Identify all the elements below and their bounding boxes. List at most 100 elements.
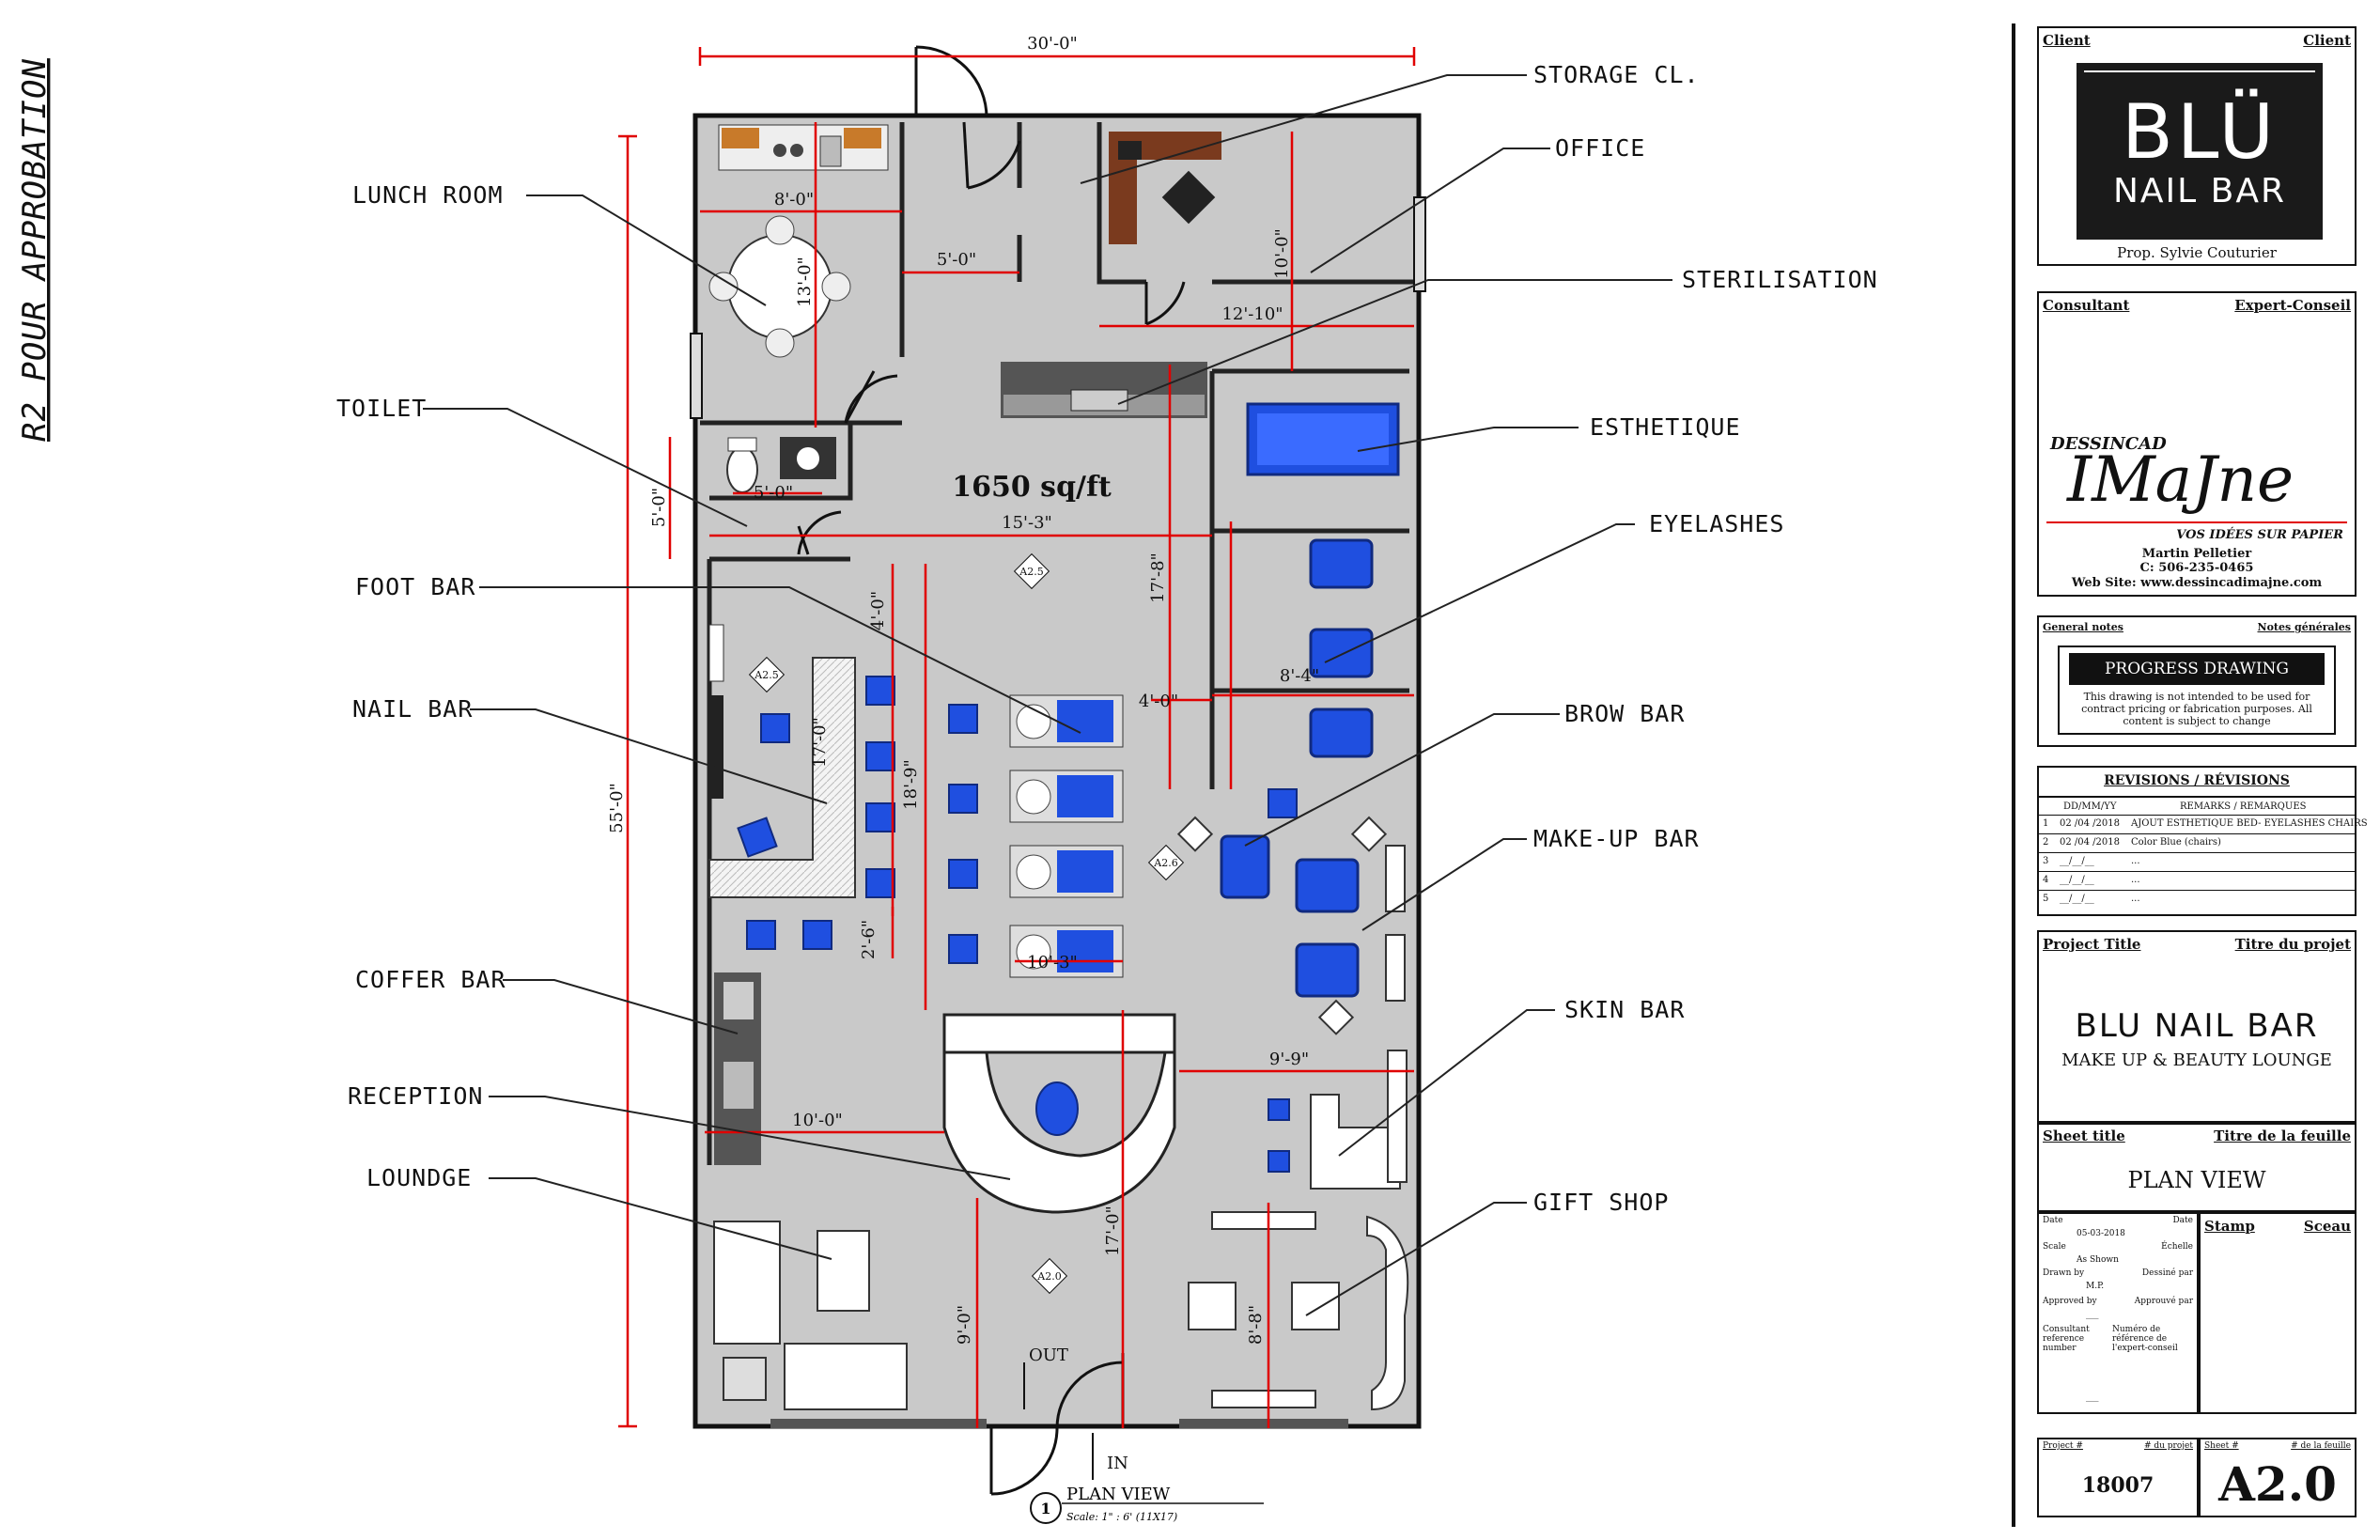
revision-date: __/__/__ (2060, 875, 2094, 885)
sheet-number: A2.0 (2218, 1456, 2337, 1512)
logo-line1: BLÜ (2121, 88, 2279, 176)
project-box: Project Title Titre du projet BLU NAIL B… (2037, 930, 2357, 1144)
svg-text:30'-0": 30'-0" (1027, 34, 1078, 54)
storefront-window (770, 1419, 987, 1428)
client-box: Client Client BLÜ NAIL BAR Prop. Sylvie … (2037, 26, 2357, 266)
project-name: BLU NAIL BAR (2075, 1007, 2319, 1045)
callout-foot-bar: FOOT BAR (355, 573, 475, 600)
rev-col-date: DD/MM/YY (2063, 801, 2117, 812)
progress-text: This drawing is not intended to be used … (2081, 691, 2312, 727)
sheet-title-box: PLAN VIEW (2037, 1123, 2357, 1212)
sheet-title-label-fr: Titre de la feuille (2214, 1128, 2351, 1144)
svg-text:5'-0": 5'-0" (754, 483, 793, 503)
svg-text:9'-9": 9'-9" (1269, 1050, 1309, 1069)
firm-small: DESSINCAD (2050, 434, 2167, 454)
callout-brow-bar: BROW BAR (1564, 700, 1685, 727)
svg-text:2'-6": 2'-6" (859, 920, 879, 959)
callout-esthetique: ESTHETIQUE (1590, 413, 1741, 441)
callout-sterilisation: STERILISATION (1682, 266, 1878, 293)
svg-text:8'-8": 8'-8" (1246, 1305, 1266, 1345)
sterilisation-counter (1001, 362, 1207, 418)
dimension-texts: 30'-0" 55'-0" 8'-0" 13'-0" 5'-0" 10'-0" … (607, 34, 1319, 1345)
revision-row: 4 __/__/__... (2039, 871, 2355, 890)
svg-text:17'-8": 17'-8" (1148, 552, 1168, 603)
room-tags: A2.5 A2.5 A2.6 A2.0 (748, 552, 1185, 1295)
notes-box: General notes Notes générales PROGRESS D… (2037, 615, 2357, 747)
sheet-number-box: Sheet # # de la feuille A2.0 (2199, 1438, 2357, 1517)
firm-person: Martin Pelletier (2141, 547, 2252, 561)
revision-row: 1 02 /04 /2018 AJOUT ESTHETIQUE BED- EYELA… (2039, 815, 2368, 833)
side-label: R2 POUR APPROBATION (16, 58, 54, 442)
nail-bar-counter (708, 624, 856, 898)
view-number: 1 (1040, 1500, 1050, 1517)
svg-text:A2.5: A2.5 (754, 669, 778, 681)
view-title: PLAN VIEW (1066, 1485, 1171, 1504)
stools (737, 676, 1298, 1173)
progress-title: PROGRESS DRAWING (2069, 653, 2325, 685)
door-in-label: IN (1107, 1454, 1128, 1473)
project-label: Project Title (2043, 936, 2141, 953)
svg-text:10'-3": 10'-3" (1027, 953, 1078, 972)
svg-text:4'-0": 4'-0" (1139, 692, 1178, 711)
callout-labels: STORAGE CL. OFFICE STERILISATION ESTHETI… (336, 61, 1878, 1216)
proprietor: Prop. Sylvie Couturier (2117, 244, 2277, 261)
svg-text:13'-0": 13'-0" (795, 257, 815, 307)
dimension-lines (618, 47, 1416, 1428)
notes-label: General notes (2043, 621, 2123, 633)
svg-text:8'-0": 8'-0" (774, 190, 814, 210)
revision-number: 2 (2043, 837, 2049, 848)
svg-text:10'-0": 10'-0" (1272, 228, 1292, 279)
window (1413, 196, 1426, 292)
stamp-box: Stamp Sceau (2199, 1212, 2357, 1414)
coffee-bar (714, 972, 761, 1165)
callout-loundge: LOUNDGE (366, 1164, 472, 1191)
toilet-fixtures (726, 437, 836, 493)
svg-text:15'-3": 15'-3" (1002, 513, 1052, 533)
revision-remark: ... (2131, 894, 2140, 904)
firm-phone: C: 506-235-0465 (2139, 561, 2254, 575)
leader-lines (423, 74, 1672, 1316)
rev-col-remarks: REMARKS / REMARQUES (2180, 801, 2307, 812)
project-subtitle: MAKE UP & BEAUTY LOUNGE (2061, 1050, 2332, 1070)
callout-nail-bar: NAIL BAR (352, 695, 473, 723)
svg-text:5'-0": 5'-0" (649, 488, 669, 527)
svg-text:A2.5: A2.5 (1019, 566, 1043, 578)
revision-number: 1 (2043, 818, 2049, 829)
revision-remark: ... (2131, 856, 2140, 866)
callout-office: OFFICE (1555, 134, 1645, 162)
storefront-window (1179, 1419, 1348, 1428)
skin-bar (1310, 1050, 1408, 1190)
firm-name: IMaJne (2067, 443, 2294, 516)
view-scale: Scale: 1" : 6' (11X17) (1066, 1511, 1177, 1523)
client-label: Client (2043, 32, 2091, 49)
area-label: 1650 sq/ft (952, 471, 1112, 504)
reception-desk (942, 1013, 1176, 1214)
revision-rows: 1 02 /04 /2018 AJOUT ESTHETIQUE BED- EYELA… (2039, 815, 2368, 909)
svg-text:12'-10": 12'-10" (1221, 304, 1283, 324)
gift-shop-fixtures (1188, 1211, 1409, 1411)
door-out-label: OUT (1029, 1346, 1068, 1365)
revision-remark: AJOUT ESTHETIQUE BED- EYELASHES CHAIRS (2131, 818, 2368, 829)
callout-makeup-bar: MAKE-UP BAR (1533, 825, 1700, 852)
svg-text:A2.6: A2.6 (1153, 857, 1177, 869)
revision-number: 4 (2043, 875, 2049, 885)
project-label-fr: Titre du projet (2234, 936, 2351, 953)
firm-tagline: VOS IDÉES SUR PAPIER (2176, 528, 2343, 542)
revision-remark: ... (2131, 875, 2140, 885)
revision-date: __/__/__ (2060, 894, 2094, 904)
notes-label-fr: Notes générales (2257, 621, 2351, 633)
revision-row: 5 __/__/__... (2039, 890, 2355, 909)
revisions-title: REVISIONS / RÉVISIONS (2104, 773, 2290, 788)
logo-line2: NAIL BAR (2112, 172, 2286, 210)
revision-number: 5 (2043, 894, 2049, 904)
revision-remark: Color Blue (chairs) (2131, 837, 2221, 848)
makeup-tables (1176, 816, 1406, 1035)
svg-text:5'-0": 5'-0" (937, 250, 976, 270)
callout-gift-shop: GIFT SHOP (1533, 1189, 1669, 1216)
revision-date: 02 /04 /2018 (2060, 818, 2120, 829)
revision-row: 3__/__/__... (2039, 852, 2355, 871)
callout-storage: STORAGE CL. (1533, 61, 1700, 88)
